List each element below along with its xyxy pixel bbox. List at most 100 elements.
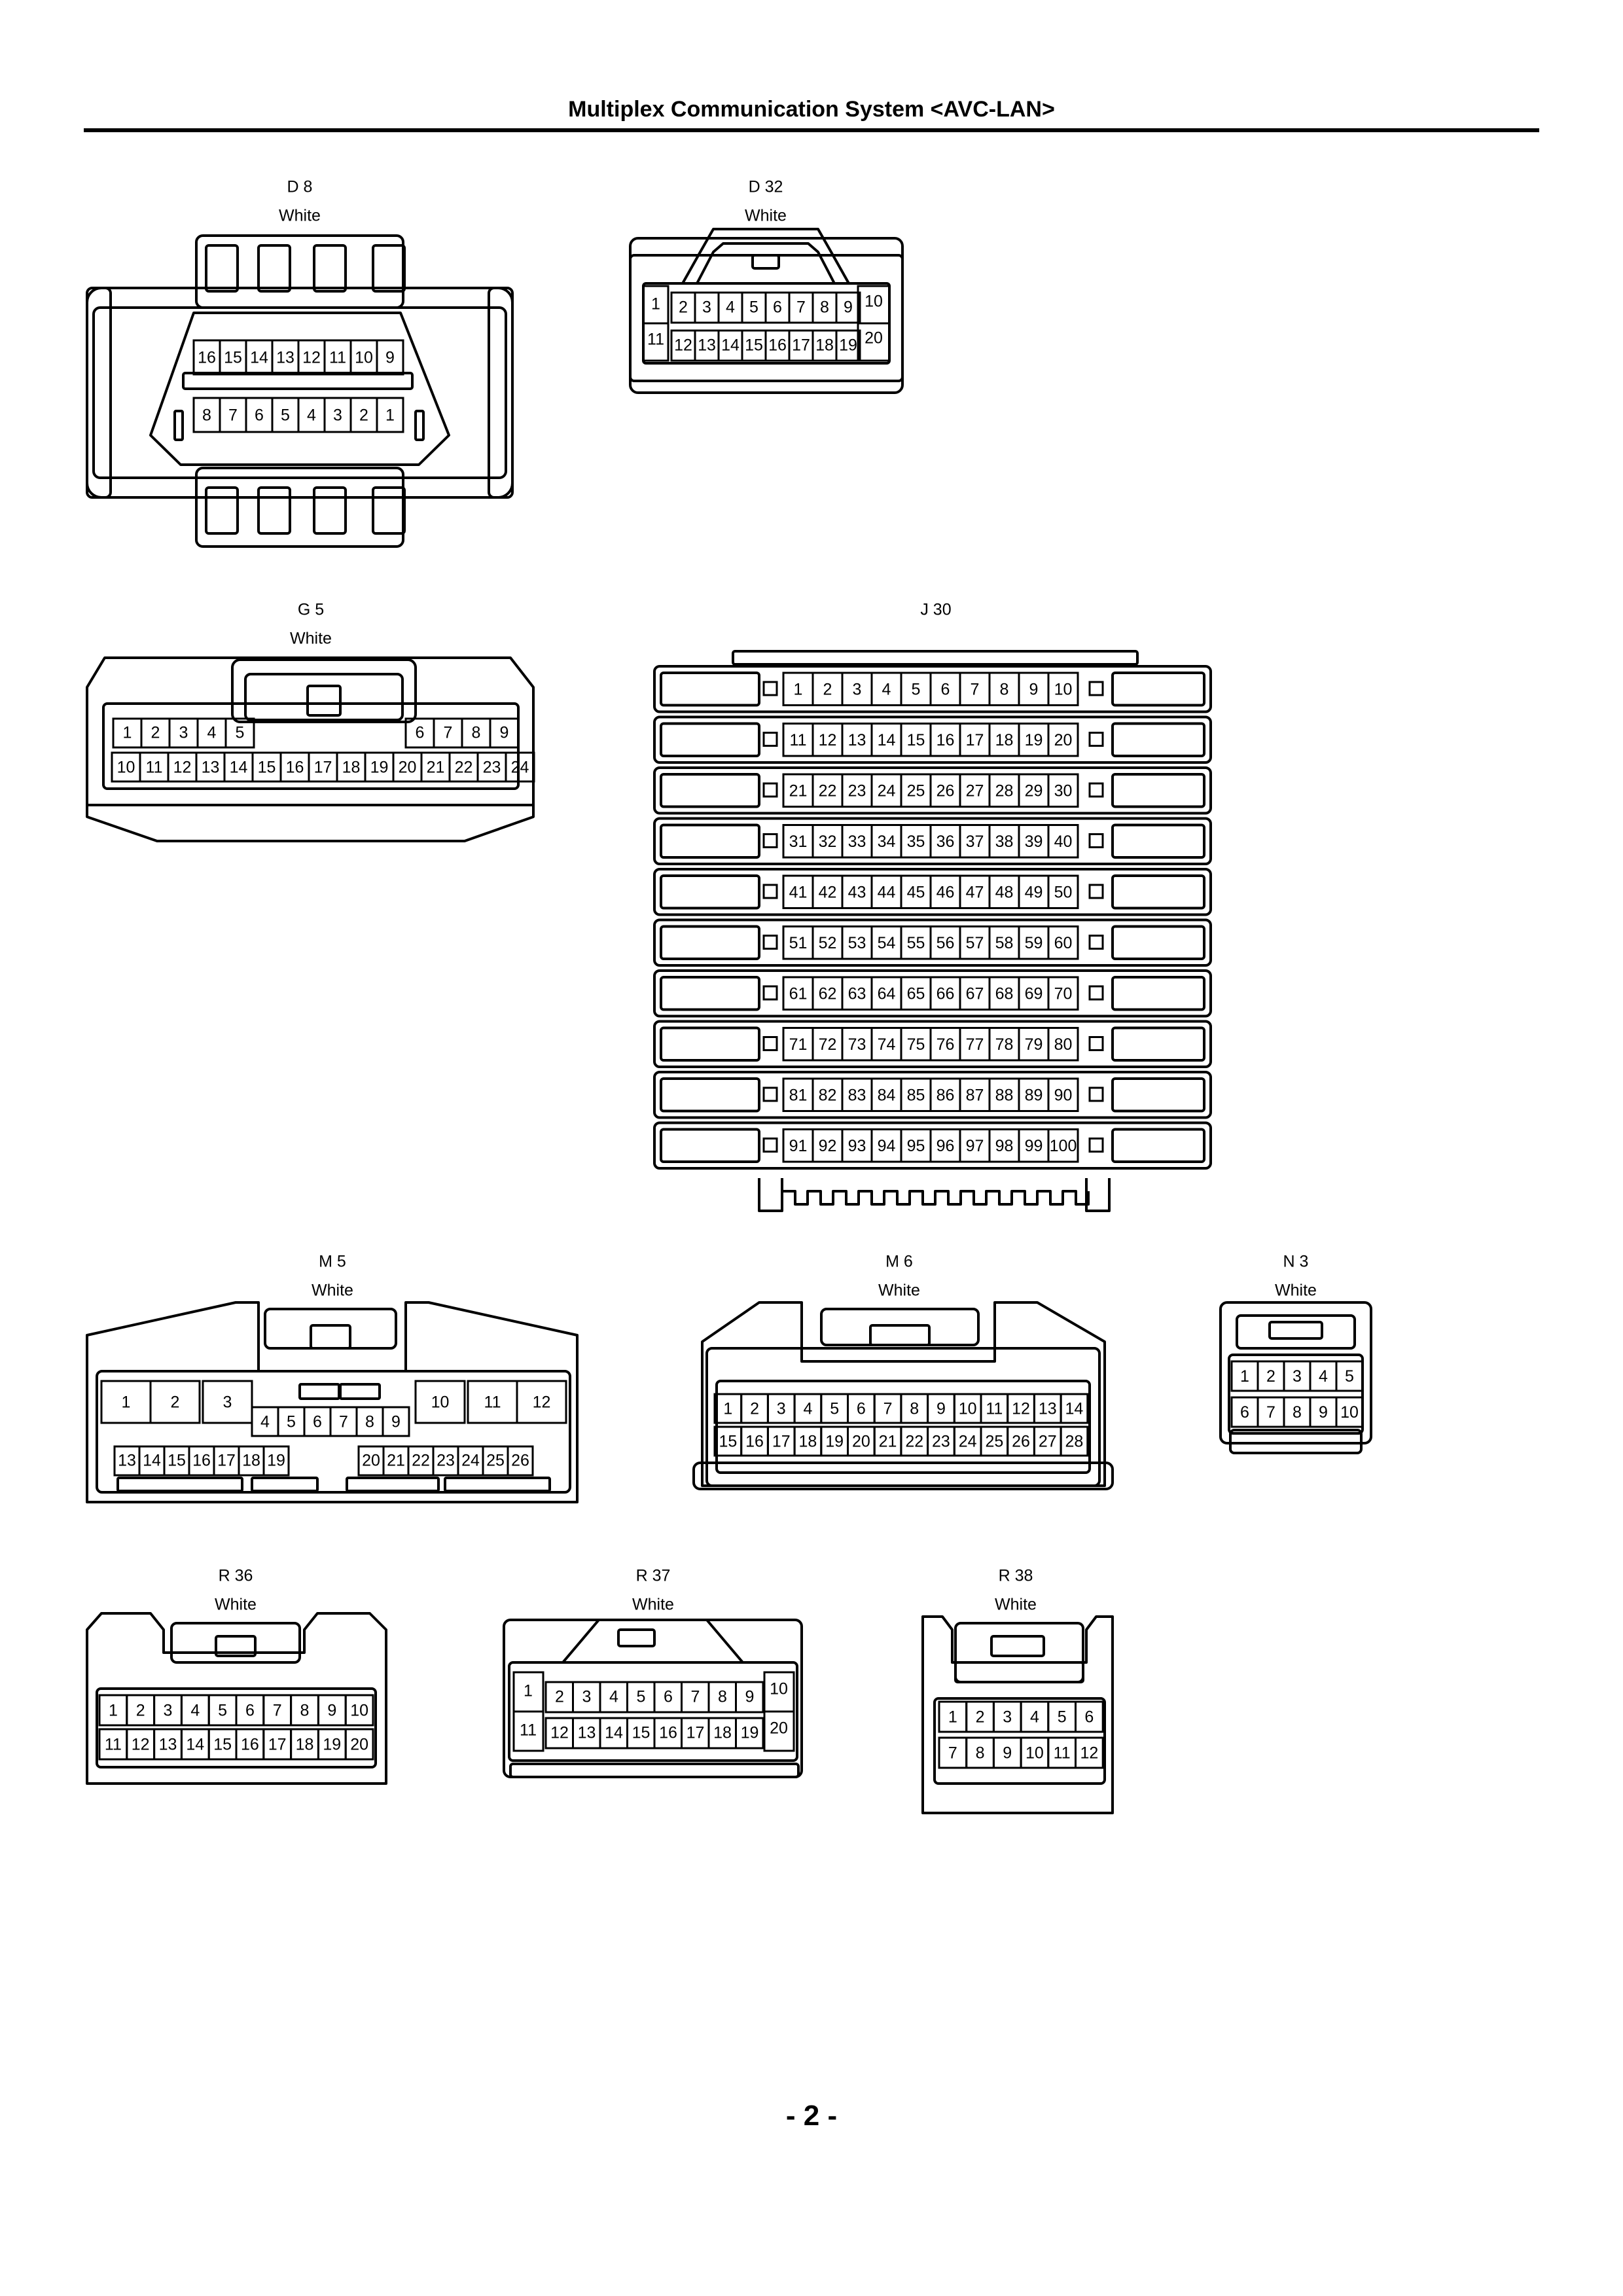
pin-number: 1: [123, 724, 132, 742]
row-marker: [1088, 935, 1104, 950]
pin-number: 61: [789, 984, 808, 1003]
pin-number: 17: [966, 731, 984, 749]
pin-number: 15: [719, 1433, 737, 1451]
pin-cell: [344, 1728, 374, 1761]
pin-number: 20: [1054, 731, 1073, 749]
pin-number: 18: [995, 731, 1014, 749]
pin-number: 94: [878, 1137, 896, 1155]
pin-number: 8: [1293, 1403, 1302, 1422]
pin-number: 70: [1054, 984, 1073, 1003]
pin-number: 7: [1266, 1403, 1275, 1422]
row-slot-detail: [1111, 722, 1205, 757]
row-marker: [1088, 732, 1104, 747]
row-slot-detail: [660, 672, 760, 707]
pin-number: 18: [799, 1433, 817, 1451]
pin-number: 11: [790, 731, 807, 749]
connector-code: D 32: [749, 178, 783, 196]
pin-number: 4: [1319, 1367, 1328, 1386]
housing-part: [173, 410, 184, 441]
pin-number: 5: [218, 1702, 227, 1720]
pin-number: 65: [907, 984, 925, 1003]
pin-number: 5: [236, 724, 245, 742]
pin-number: 20: [350, 1736, 368, 1754]
pin-number: 10: [355, 349, 373, 367]
pin-number: 23: [437, 1452, 455, 1470]
housing-part: [1268, 1321, 1323, 1340]
pin-number: 12: [1012, 1400, 1030, 1418]
row-marker: [762, 732, 778, 747]
pin-number: 1: [109, 1702, 118, 1720]
pin-number: 6: [773, 298, 782, 317]
pin-number: 21: [789, 781, 808, 800]
pin-number: 64: [878, 984, 896, 1003]
pin-number: 20: [852, 1433, 870, 1451]
row-slot-detail: [660, 1077, 760, 1113]
pin-number: 37: [966, 833, 984, 851]
housing-part: [205, 244, 239, 293]
row-slot: [653, 1121, 1212, 1170]
housing-part: [92, 306, 507, 479]
pin-number: 6: [1240, 1403, 1249, 1422]
pin-number: 68: [995, 984, 1014, 1003]
pin-number: 14: [250, 349, 268, 367]
pin-number: 1: [794, 680, 803, 698]
connector-code: R 36: [219, 1567, 253, 1585]
pin-number: 5: [1345, 1367, 1354, 1386]
pin-number: 26: [1012, 1433, 1030, 1451]
row-marker: [762, 782, 778, 798]
housing-feet: [758, 1178, 1111, 1212]
pin-number: 19: [825, 1433, 844, 1451]
pin-cell: [1075, 1736, 1104, 1769]
pin-cell: [1047, 925, 1079, 960]
housing-base: [509, 1763, 800, 1778]
pin-number: 36: [936, 833, 955, 851]
pin-number: 51: [789, 934, 808, 952]
pin-cell: [763, 1710, 795, 1752]
pin-number: 10: [1340, 1403, 1359, 1422]
row-marker: [762, 833, 778, 848]
pin-cell: [1047, 723, 1079, 757]
row-slot-detail: [660, 1128, 760, 1163]
pin-number: 96: [936, 1137, 955, 1155]
pin-number: 84: [878, 1086, 896, 1104]
pin-number: 12: [674, 336, 692, 355]
pin-number: 50: [1054, 883, 1073, 901]
pin-number: 11: [329, 349, 346, 367]
pin-number: 11: [484, 1393, 501, 1412]
connector-code: R 38: [999, 1567, 1033, 1585]
pin-number: 69: [1025, 984, 1043, 1003]
pin-number: 32: [819, 833, 837, 851]
pin-cell: [224, 717, 255, 749]
housing-part: [990, 1635, 1045, 1657]
pin-number: 17: [314, 759, 332, 777]
pin-number: 3: [702, 298, 711, 317]
row-marker: [762, 884, 778, 899]
pin-number: 33: [848, 833, 866, 851]
pin-number: 8: [202, 406, 211, 425]
pin-number: 9: [500, 724, 509, 742]
row-slot-detail: [660, 773, 760, 808]
pin-number: 3: [1003, 1708, 1012, 1727]
row-marker: [762, 1086, 778, 1102]
pin-number: 14: [230, 759, 248, 777]
pin-cell: [1060, 1426, 1089, 1457]
housing-part: [488, 287, 514, 499]
row-slot: [653, 665, 1212, 713]
pin-number: 3: [223, 1393, 232, 1412]
pin-number: 2: [1266, 1367, 1275, 1386]
row-slot: [653, 868, 1212, 916]
pin-number: 20: [399, 759, 417, 777]
pin-number: 6: [664, 1688, 673, 1706]
pin-number: 4: [726, 298, 735, 317]
pin-number: 16: [659, 1724, 677, 1742]
pin-cell: [835, 291, 861, 324]
row-marker: [1088, 1036, 1104, 1051]
pin-number: 95: [907, 1137, 925, 1155]
housing-part: [869, 1324, 931, 1346]
connector-code: M 6: [885, 1253, 913, 1271]
pin-number: 11: [105, 1736, 122, 1754]
pin-number: 16: [241, 1736, 259, 1754]
pin-number: 49: [1025, 883, 1043, 901]
connector-color: White: [995, 1596, 1037, 1614]
